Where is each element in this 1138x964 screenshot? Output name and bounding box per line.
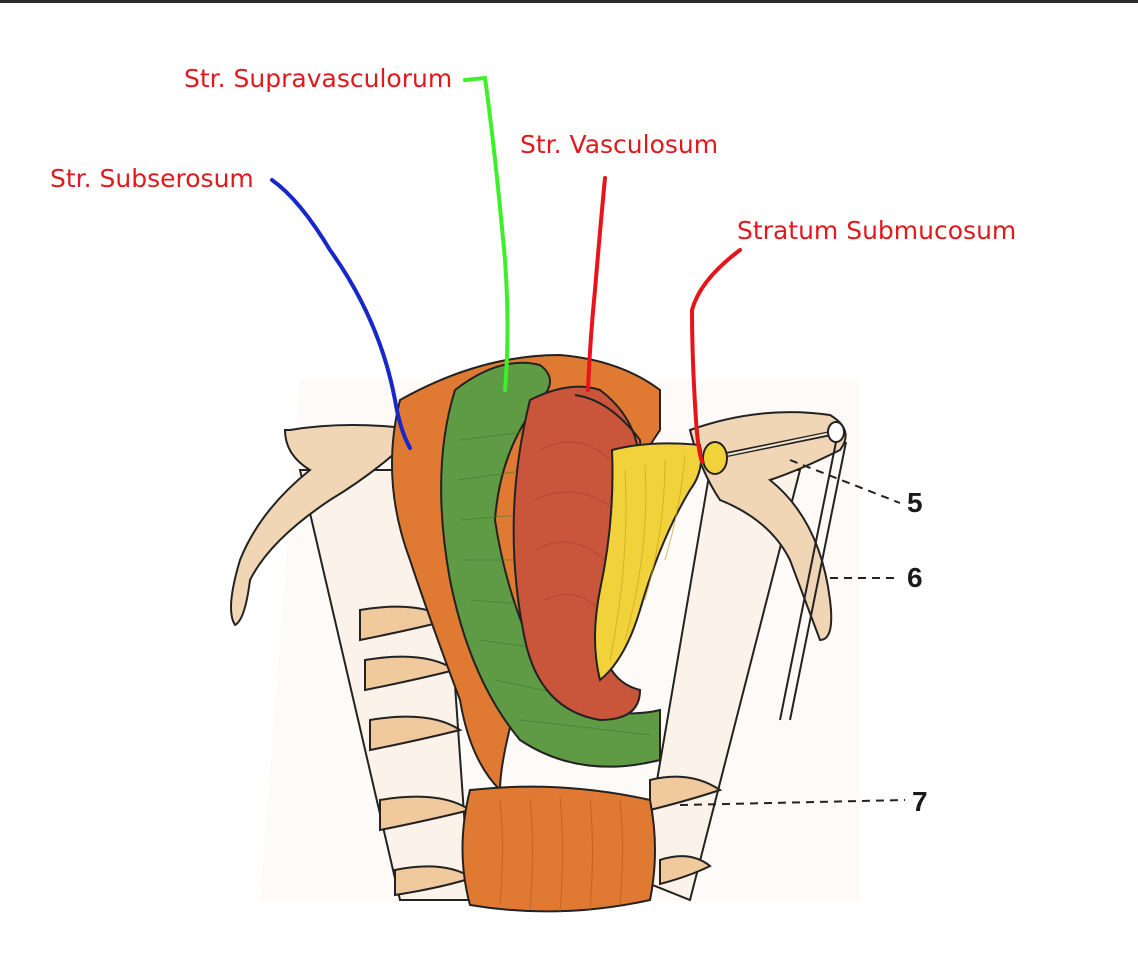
subserosum-leader [270,178,412,450]
label-supravasculorum: Str. Supravasculorum [184,64,453,93]
stratum-vasculosum-layer [512,385,642,722]
vasculosum-leader [586,176,607,392]
number-5: 5 [907,487,923,518]
cervix-texture [499,795,623,913]
leader-7 [679,799,906,806]
tube-ostium [827,421,845,443]
vascular-texture [534,441,616,611]
number-6: 6 [907,562,923,593]
submucosa-texture [609,454,686,661]
label-subserosum: Str. Subserosum [50,164,254,193]
supravasculorum-leader [463,75,510,392]
leader-5 [789,459,901,504]
top-border [0,0,1138,3]
submucosum-tube-end [702,441,728,475]
label-submucosum: Stratum Submucosum [737,216,1017,245]
label-vasculosum: Str. Vasculosum [520,130,719,159]
number-7: 7 [912,786,928,817]
submucosum-leader [689,248,742,464]
cervix [461,785,656,913]
